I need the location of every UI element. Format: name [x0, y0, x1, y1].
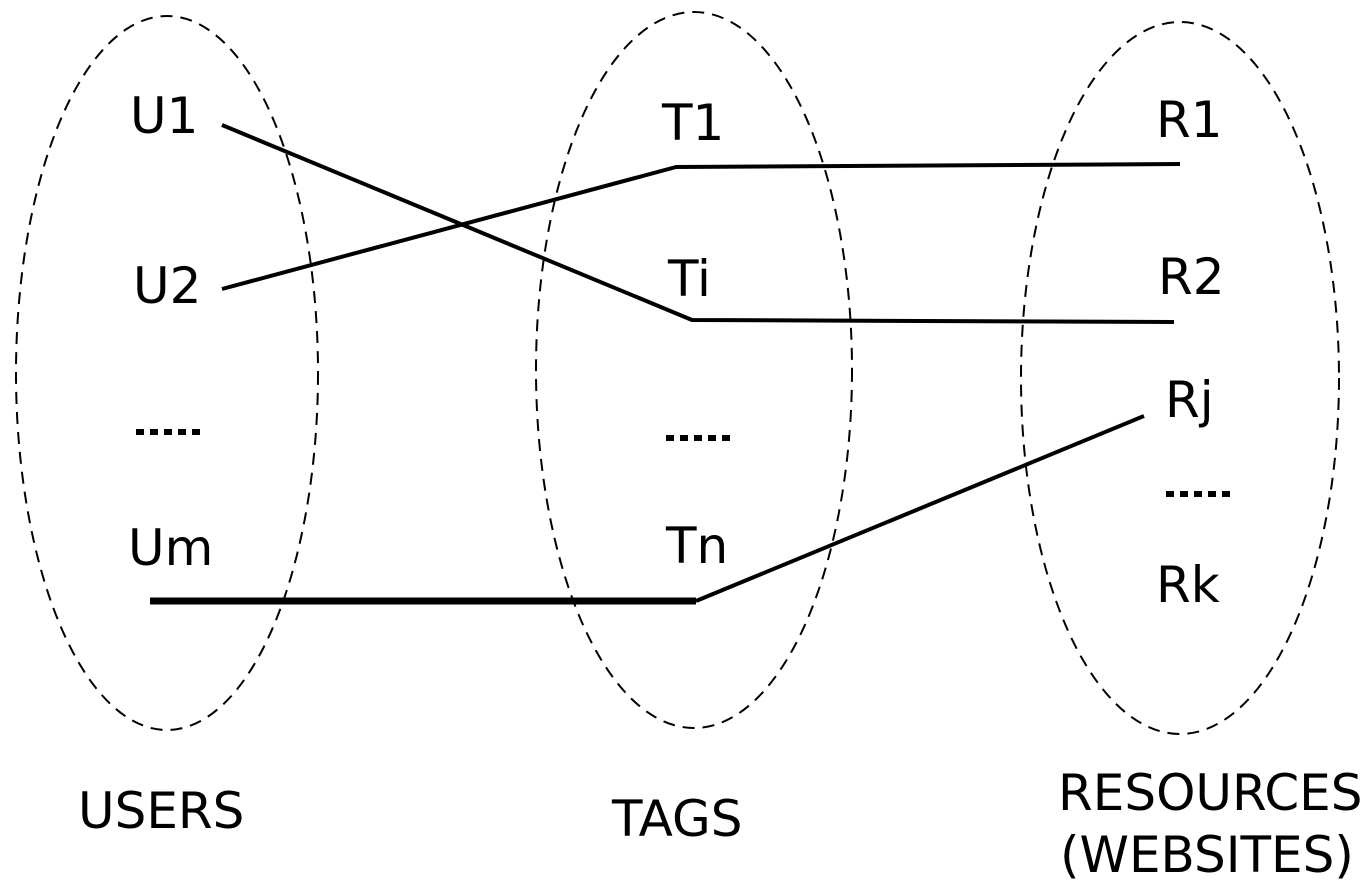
users-caption: USERS: [78, 782, 244, 840]
node-rj: Rj: [1165, 371, 1214, 429]
node-rk: Rk: [1156, 556, 1220, 614]
resources-caption: RESOURCES: [1058, 764, 1363, 822]
node-u2: U2: [133, 257, 201, 315]
edge-u2-t1-r1: [221, 162, 1181, 291]
edge-tn-rj: [695, 414, 1145, 603]
edge-u1-ti-r2: [221, 123, 1175, 324]
node-u1: U1: [130, 87, 198, 145]
users-set-ellipse: [15, 15, 319, 731]
resources-set-ellipse: [1020, 21, 1340, 735]
tags-caption: TAGS: [611, 790, 742, 848]
node-r1: R1: [1156, 91, 1223, 149]
node-t1: T1: [661, 94, 724, 152]
tags-set-ellipse: [535, 11, 853, 729]
node-ti: Ti: [667, 250, 711, 308]
node-r2: R2: [1158, 248, 1225, 306]
resources-subcaption: (WEBSITES): [1060, 826, 1354, 881]
node-um: Um: [128, 519, 213, 577]
node-tn: Tn: [665, 517, 728, 575]
